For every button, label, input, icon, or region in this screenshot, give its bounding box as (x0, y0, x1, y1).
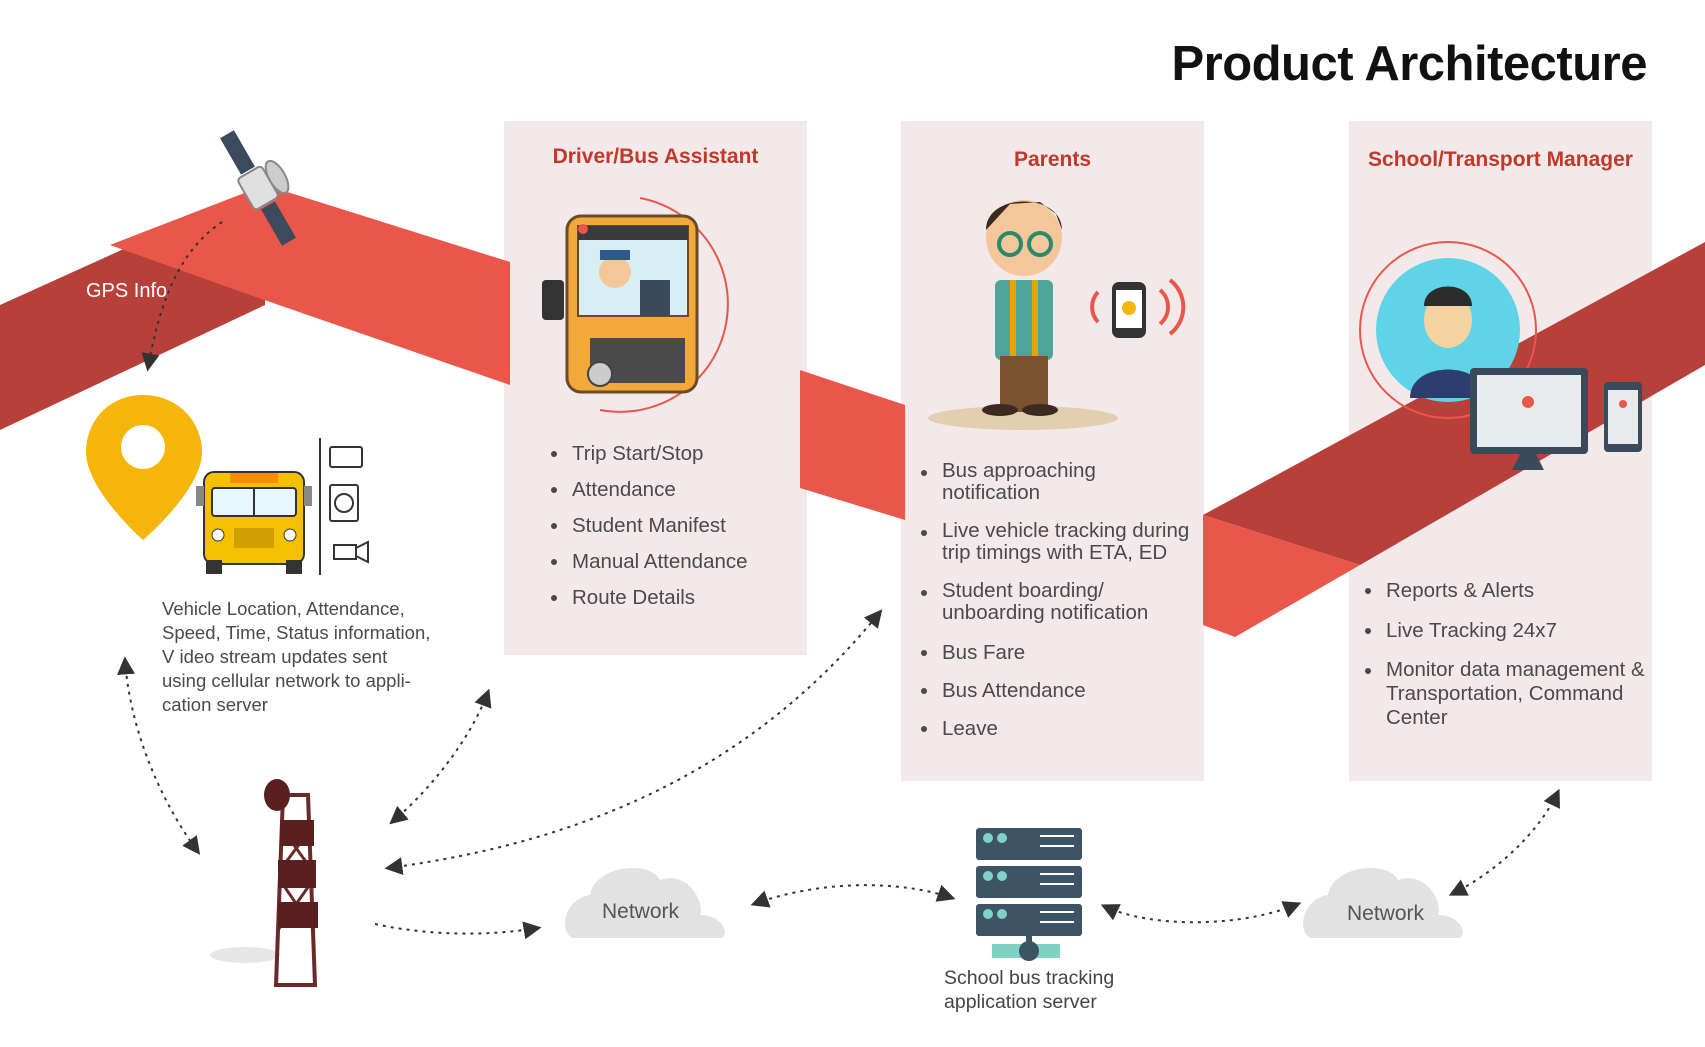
list-item: Attendance (549, 477, 799, 502)
network-label-left: Network (602, 900, 680, 923)
list-item: Manual Attendance (549, 549, 799, 574)
parents-feature-list: Bus approaching notification Live vehicl… (919, 460, 1199, 741)
list-item: Bus Attendance (919, 678, 1199, 703)
parents-panel-title: Parents (1013, 148, 1092, 171)
list-item: Live vehicle tracking during trip timing… (919, 520, 1199, 564)
device-icons (319, 438, 369, 575)
ribbon (0, 185, 1705, 637)
page-title: Product Architecture (1171, 37, 1647, 91)
school-bus-icon (196, 471, 312, 574)
manager-panel-title: School/Transport Manager (1368, 148, 1633, 171)
list-item: Route Details (549, 585, 799, 610)
list-item: Monitor data management & Transportation… (1363, 658, 1648, 730)
connection-arrows (117, 221, 1560, 940)
list-item: Student Manifest (549, 513, 799, 538)
parent-illustration (928, 200, 1186, 430)
list-item: Bus Fare (919, 640, 1199, 665)
manager-feature-list: Reports & Alerts Live Tracking 24x7 Moni… (1363, 578, 1648, 730)
manager-illustration (1359, 241, 1642, 470)
list-item: Live Tracking 24x7 (1363, 618, 1648, 643)
cell-tower-icon (210, 779, 318, 987)
list-item: Student boarding/ unboarding notificatio… (919, 580, 1199, 624)
list-item: Bus approaching notification (919, 460, 1199, 504)
server-icon (976, 828, 1082, 961)
location-pin-icon (86, 395, 202, 540)
list-item: Reports & Alerts (1363, 578, 1648, 603)
satellite-icon (220, 130, 296, 246)
driver-panel-title: Driver/Bus Assistant (552, 145, 759, 168)
server-label: School bus tracking application server (944, 967, 1115, 1013)
network-label-right: Network (1347, 902, 1425, 925)
gps-info-label: GPS Info (86, 280, 168, 302)
driver-feature-list: Trip Start/Stop Attendance Student Manif… (549, 441, 799, 610)
list-item: Leave (919, 716, 1199, 741)
vehicle-description: Vehicle Location, Attendance, Speed, Tim… (162, 598, 431, 715)
driver-illustration (542, 197, 729, 413)
cloud-right-icon (1303, 868, 1463, 938)
list-item: Trip Start/Stop (549, 441, 799, 466)
cloud-left-icon (565, 868, 725, 938)
